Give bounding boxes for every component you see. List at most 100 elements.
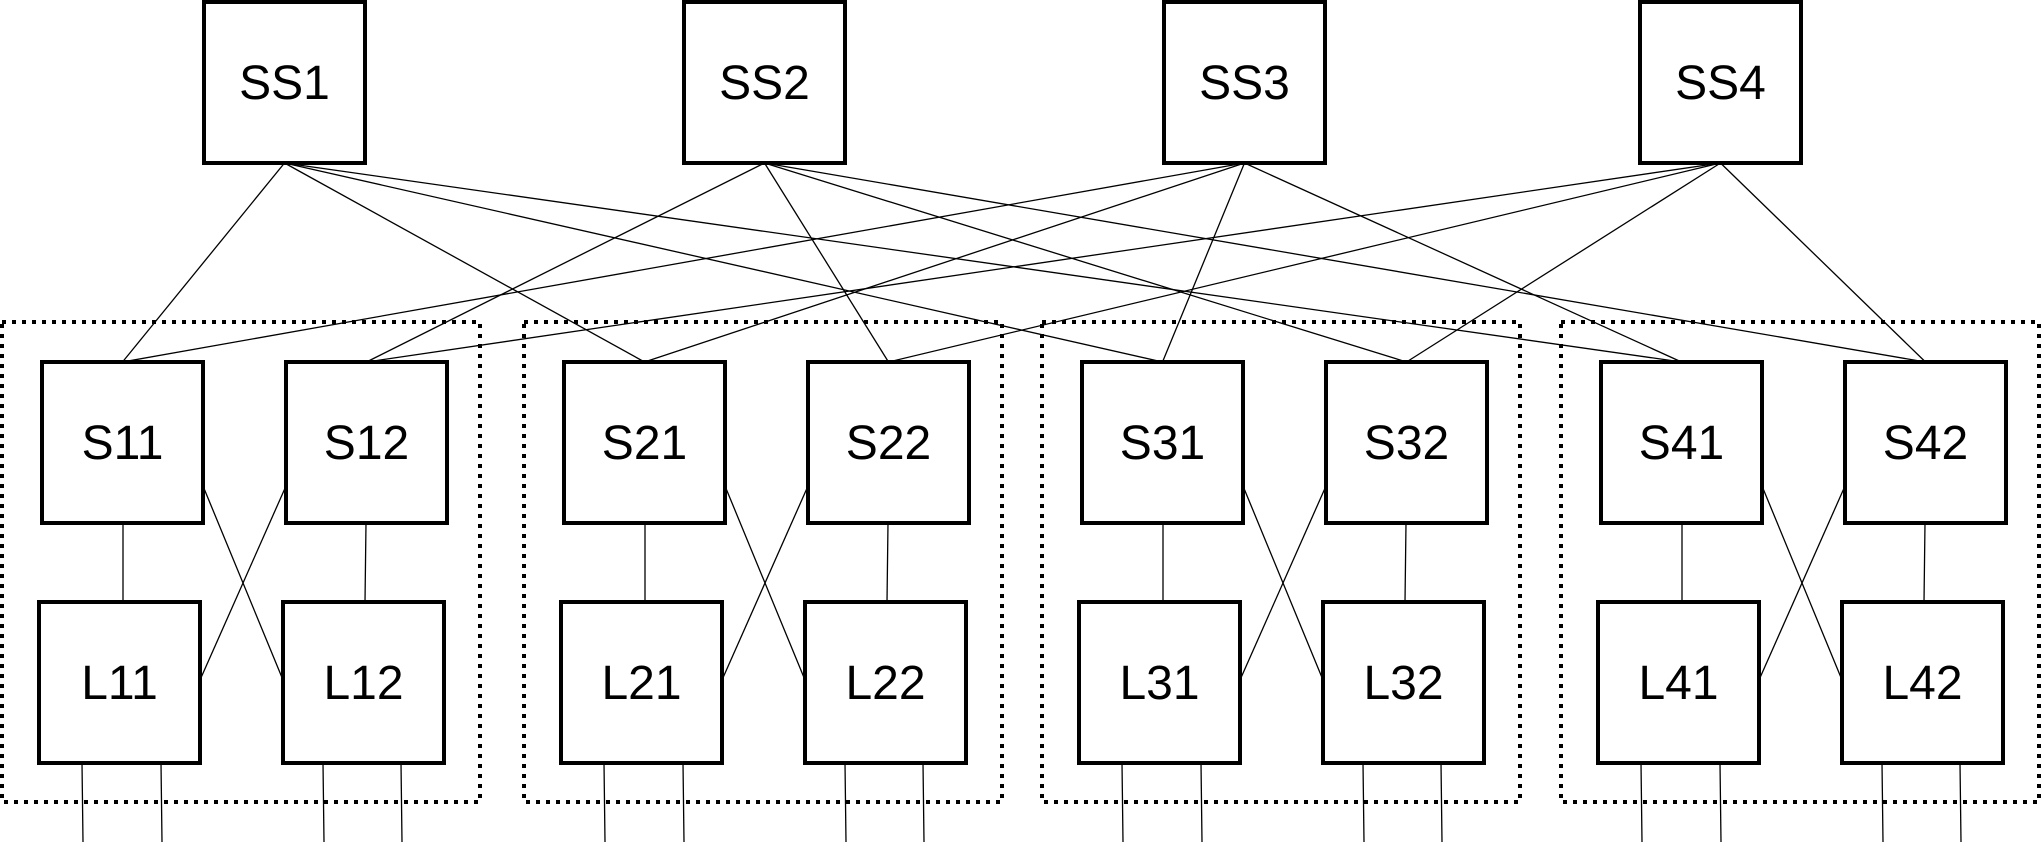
link-ss2-s42 [764, 162, 1926, 363]
link-ss3-s41 [1244, 162, 1682, 363]
node-box [1162, 0, 1327, 165]
downlink-l32-1 [1362, 762, 1365, 843]
downlink-l42-2 [1959, 762, 1962, 843]
node-box [559, 600, 724, 765]
node-label: L42 [1882, 657, 1962, 710]
downlink-l21-1 [603, 762, 606, 843]
node-label: L41 [1638, 657, 1718, 710]
node-label: S12 [324, 417, 409, 470]
node-ss4: SS4 [1638, 0, 1803, 165]
node-label: S11 [82, 417, 164, 470]
link-ss4-s12 [366, 162, 1721, 363]
node-box [1840, 600, 2005, 765]
downlink-l32-2 [1440, 762, 1443, 843]
node-label: SS1 [239, 57, 330, 110]
node-label: S41 [1639, 417, 1724, 470]
link-s32-l32 [1404, 522, 1407, 603]
node-l32: L32 [1321, 600, 1486, 765]
node-box [1596, 600, 1761, 765]
node-l12: L12 [281, 600, 446, 765]
downlink-l41-2 [1719, 762, 1722, 843]
link-ss4-s22 [888, 162, 1721, 363]
node-box [1321, 600, 1486, 765]
node-label: L21 [601, 657, 681, 710]
node-box [281, 600, 446, 765]
node-l31: L31 [1077, 600, 1242, 765]
link-s42-l41 [1758, 485, 1846, 681]
node-l42: L42 [1840, 600, 2005, 765]
node-label: SS4 [1675, 57, 1766, 110]
downlink-l22-1 [844, 762, 847, 843]
node-s31: S31 [1080, 360, 1245, 525]
links [81, 162, 1962, 843]
downlink-l21-2 [682, 762, 685, 843]
node-l41: L41 [1596, 600, 1761, 765]
node-s41: S41 [1599, 360, 1764, 525]
downlink-l42-1 [1881, 762, 1884, 843]
node-label: L31 [1119, 657, 1199, 710]
link-s22-l22 [886, 522, 889, 603]
link-ss1-s31 [284, 162, 1163, 363]
node-box [202, 0, 367, 165]
node-box [1324, 360, 1489, 525]
link-s12-l12 [364, 522, 367, 603]
node-box [1638, 0, 1803, 165]
node-label: SS3 [1199, 57, 1290, 110]
downlink-l11-1 [81, 762, 84, 843]
downlink-l22-2 [922, 762, 925, 843]
node-box [1843, 360, 2008, 525]
link-s32-l31 [1239, 485, 1327, 681]
downlink-l31-2 [1200, 762, 1203, 843]
node-label: L12 [323, 657, 403, 710]
node-label: S42 [1883, 417, 1968, 470]
link-s42-l42 [1923, 522, 1926, 603]
node-ss1: SS1 [202, 0, 367, 165]
node-l22: L22 [803, 600, 968, 765]
node-ss3: SS3 [1162, 0, 1327, 165]
node-l21: L21 [559, 600, 724, 765]
node-l11: L11 [37, 600, 202, 765]
link-ss2-s32 [764, 162, 1407, 363]
downlink-l41-1 [1640, 762, 1643, 843]
node-box [806, 360, 971, 525]
node-s21: S21 [562, 360, 727, 525]
node-label: S22 [846, 417, 931, 470]
node-label: L32 [1363, 657, 1443, 710]
node-s12: S12 [284, 360, 449, 525]
downlink-l31-1 [1121, 762, 1124, 843]
node-label: L11 [81, 657, 158, 710]
node-label: SS2 [719, 57, 810, 110]
node-label: S31 [1120, 417, 1205, 470]
node-box [1080, 360, 1245, 525]
node-box [1077, 600, 1242, 765]
node-label: L22 [845, 657, 925, 710]
node-label: S21 [602, 417, 687, 470]
node-box [284, 360, 449, 525]
link-s22-l21 [721, 485, 809, 681]
node-box [1599, 360, 1764, 525]
downlink-l11-2 [160, 762, 163, 843]
downlink-l12-1 [322, 762, 325, 843]
node-box [37, 600, 202, 765]
link-ss3-s11 [122, 162, 1245, 363]
link-ss3-s31 [1161, 162, 1246, 363]
link-ss2-s12 [366, 162, 765, 363]
node-label: S32 [1364, 417, 1449, 470]
link-ss1-s41 [284, 162, 1682, 363]
link-ss3-s21 [644, 162, 1245, 363]
node-s11: S11 [40, 360, 205, 525]
link-ss2-s22 [763, 162, 890, 363]
node-box [803, 600, 968, 765]
node-box [562, 360, 727, 525]
link-ss4-s32 [1406, 162, 1721, 363]
downlink-l12-2 [400, 762, 403, 843]
node-ss2: SS2 [682, 0, 847, 165]
node-s32: S32 [1324, 360, 1489, 525]
node-s42: S42 [1843, 360, 2008, 525]
node-s22: S22 [806, 360, 971, 525]
node-box [682, 0, 847, 165]
link-ss1-s11 [121, 162, 286, 363]
node-box [40, 360, 205, 525]
link-ss1-s21 [284, 162, 645, 363]
